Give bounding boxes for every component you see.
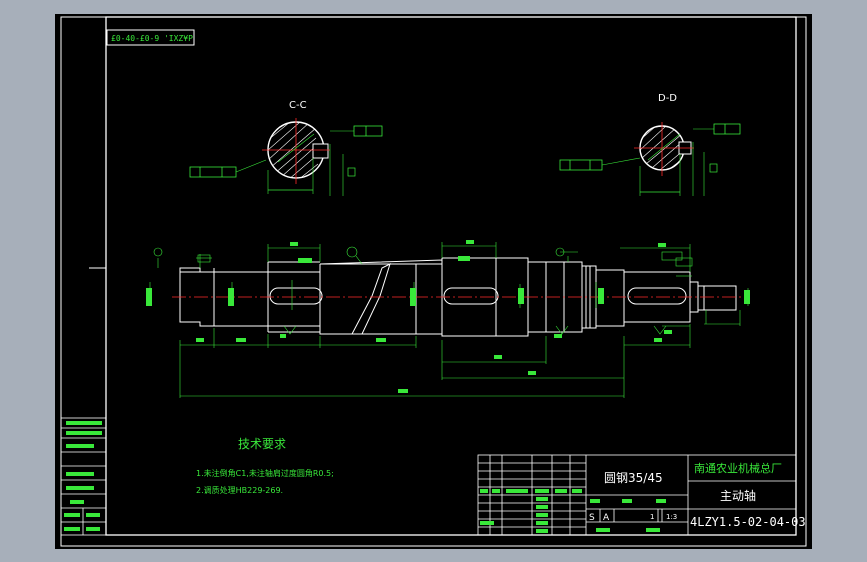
dimension-marks: [146, 240, 750, 393]
section-label-c: C-C: [289, 100, 307, 111]
material-text: 圆钢35/45: [604, 471, 663, 485]
inner-frame: [105, 16, 797, 536]
drawing-background: [55, 14, 812, 549]
company-name: 南通农业机械总厂: [694, 461, 782, 475]
left-table-labels: [64, 421, 102, 531]
scale-letter-a: A: [603, 513, 610, 523]
title-stamp-box: [106, 29, 195, 46]
tech-requirements-title: 技术要求: [238, 437, 286, 451]
section-label-d: D-D: [658, 93, 677, 104]
scale-ratio: 1:3: [666, 513, 677, 521]
part-name: 主动轴: [720, 488, 756, 503]
scale-letter-s: S: [589, 513, 595, 523]
left-side-table: [60, 417, 107, 536]
sheet-number: 1: [650, 513, 654, 521]
title-block: [477, 454, 797, 536]
title-stamp-text: £0-40-£0-9 'IXZ¥P: [111, 34, 193, 43]
drawing-number: 4LZY1.5-02-04-03: [690, 515, 806, 529]
tech-requirement-2: 2.调质处理HB229-269.: [196, 485, 283, 495]
tech-requirement-1: 1.未注倒角C1,未注轴肩过度圆角R0.5;: [196, 468, 334, 478]
title-block-labels: [480, 489, 666, 533]
section-d-view: [559, 122, 741, 196]
section-c-view: [189, 118, 383, 196]
